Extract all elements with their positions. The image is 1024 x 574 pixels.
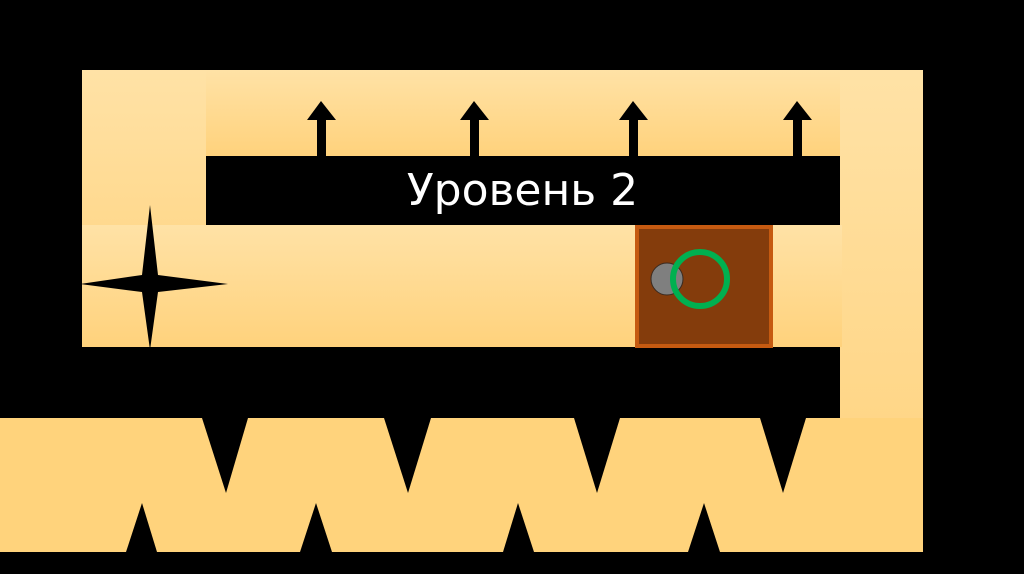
spike	[503, 503, 534, 552]
path-top	[82, 70, 923, 156]
arrow-up-icon	[307, 101, 812, 156]
spike	[126, 503, 157, 552]
spike	[574, 418, 620, 493]
spike	[300, 503, 332, 552]
spikes-down	[202, 418, 806, 493]
spike	[384, 418, 431, 493]
goal-ring	[670, 249, 730, 309]
spike	[202, 418, 248, 493]
spike	[760, 418, 806, 493]
spikes-up	[126, 503, 720, 552]
spike	[688, 503, 720, 552]
star-spike-icon	[80, 205, 228, 350]
level-title: Уровень 2	[406, 164, 639, 216]
